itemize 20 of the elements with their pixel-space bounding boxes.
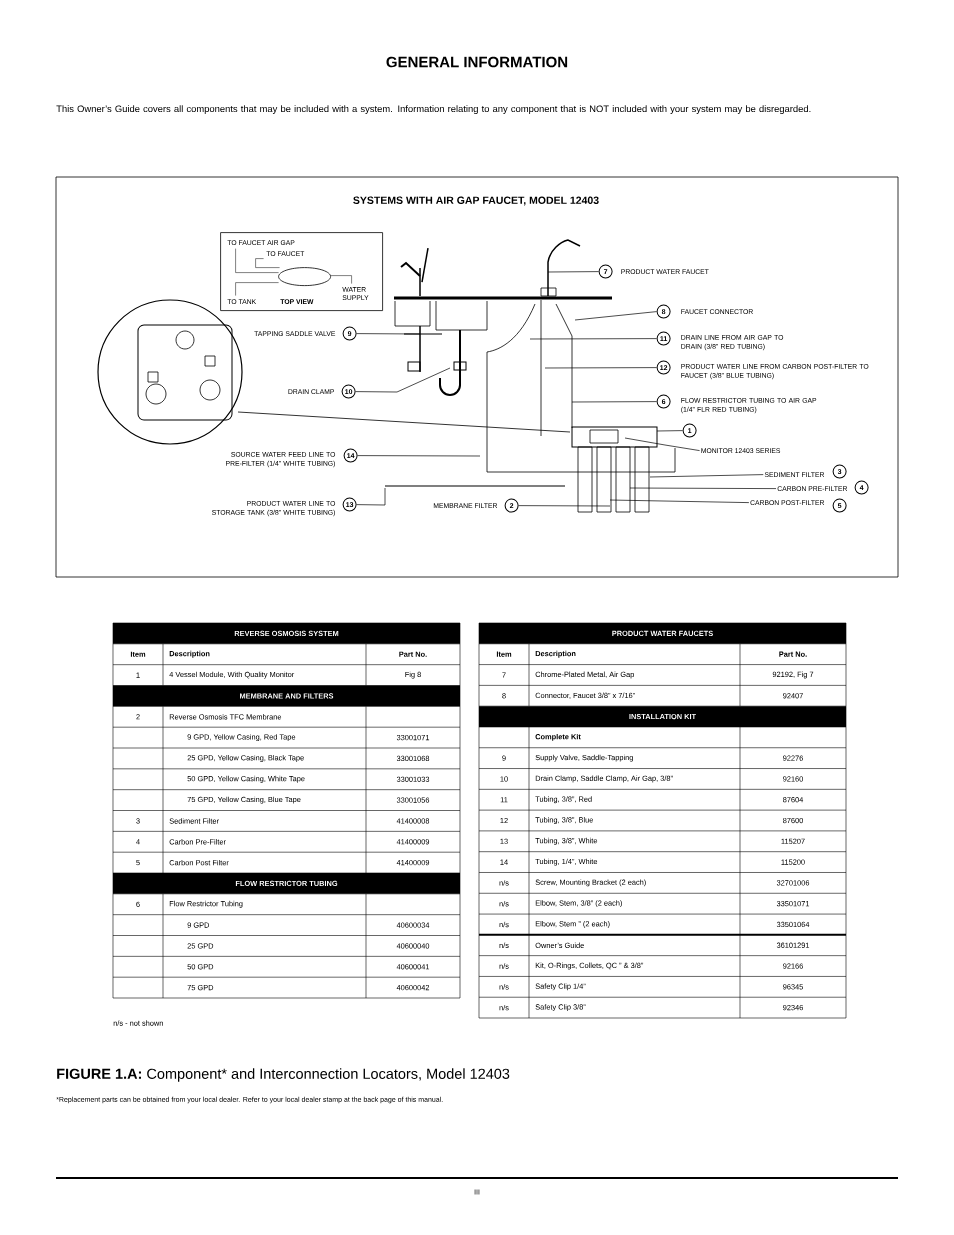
frame-heading: SYSTEMS WITH AIR GAP FAUCET, MODEL 12403 <box>353 196 599 206</box>
leader-line <box>357 455 481 457</box>
leader-line <box>649 474 764 478</box>
leader-line <box>547 271 599 273</box>
leader-line <box>629 487 777 489</box>
page-title: GENERAL INFORMATION <box>386 56 568 68</box>
leader-line <box>571 401 657 403</box>
leader-line <box>544 367 657 369</box>
leader-line <box>355 367 451 393</box>
top-view-inset <box>220 232 383 311</box>
intro-paragraph: This Owner’s Guide covers all components that may be included with a system. Information relating to any component that is NOT included with your system may be disregarded. <box>56 105 811 114</box>
leader-line <box>624 437 700 451</box>
leader-line <box>609 499 750 503</box>
leader-line <box>518 505 611 507</box>
leader-line <box>656 430 683 432</box>
leader-line <box>529 338 657 340</box>
leader-line <box>356 487 386 506</box>
figure-caption: FIGURE 1.A: Component* and Interconnection Locators, Model 12403 <box>57 1068 510 1082</box>
leader-line <box>356 333 421 335</box>
leader-line <box>574 311 657 321</box>
